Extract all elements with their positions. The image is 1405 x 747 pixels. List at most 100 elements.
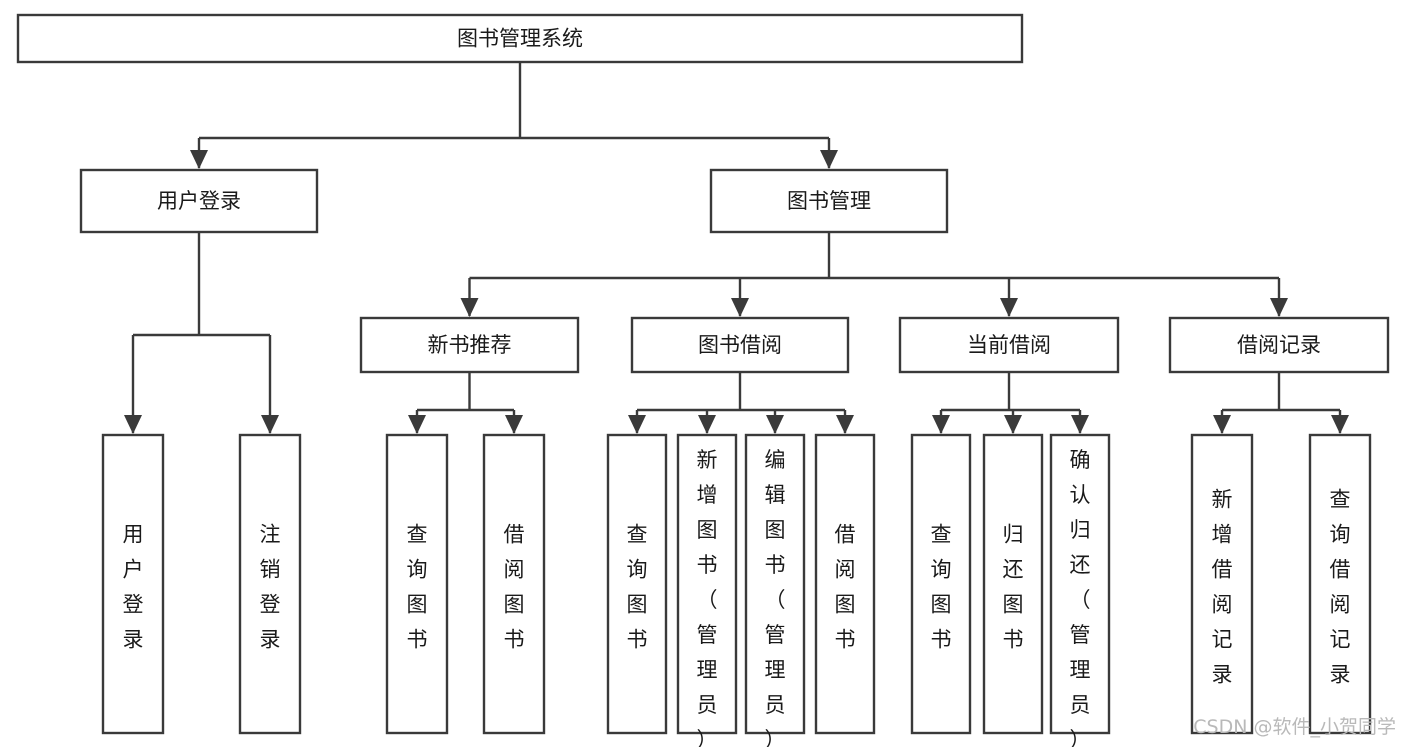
node-leaf-return-book-label-char: 书 bbox=[1003, 628, 1024, 652]
node-root-title: 图书管理系统 bbox=[16, 13, 1024, 64]
node-leaf-add-book-label-char: 增 bbox=[697, 483, 718, 507]
node-leaf-query-book-2-label-char: 查 bbox=[627, 523, 648, 547]
node-leaf-query-book-3-label-char: 询 bbox=[931, 558, 952, 582]
csdn-watermark: CSDN @软件_小贺同学 bbox=[1193, 716, 1396, 738]
node-leaf-edit-book-label-char: 图 bbox=[765, 518, 786, 542]
node-leaf-logout-login-label-char: 录 bbox=[260, 628, 281, 652]
node-leaf-add-book-label-char: 书 bbox=[697, 553, 718, 577]
node-leaf-query-book-1-rect bbox=[385, 433, 449, 735]
node-leaf-edit-book-label-char: 书 bbox=[765, 553, 786, 577]
node-book-borrow-rect bbox=[630, 316, 850, 374]
node-leaf-add-book-label-char: （ bbox=[697, 588, 718, 612]
node-leaf-query-book-3-label-char: 图 bbox=[931, 593, 952, 617]
node-leaf-return-book-label-char: 归 bbox=[1003, 523, 1024, 547]
node-borrow-record[interactable]: 借阅记录 bbox=[1168, 316, 1390, 374]
arrow-head-icon bbox=[836, 415, 854, 434]
node-leaf-user-login-label-char: 用 bbox=[123, 523, 144, 547]
node-leaf-confirm-return-label-char: 管 bbox=[1070, 623, 1091, 647]
node-user-login-rect bbox=[79, 168, 319, 234]
node-leaf-borrow-book-1-label-char: 借 bbox=[504, 523, 525, 547]
node-leaf-confirm-return-label-char: 还 bbox=[1070, 553, 1091, 577]
node-leaf-query-book-3-label-char: 查 bbox=[931, 523, 952, 547]
node-leaf-user-login-rect bbox=[101, 433, 165, 735]
node-leaf-query-book-2-label-char: 图 bbox=[627, 593, 648, 617]
node-leaf-user-login-label-char: 登 bbox=[123, 593, 144, 617]
node-user-login[interactable]: 用户登录 bbox=[79, 168, 319, 234]
node-leaf-borrow-book-2-label-char: 书 bbox=[835, 628, 856, 652]
node-leaf-edit-book-label-char: ） bbox=[765, 728, 786, 747]
node-leaf-borrow-book-1-rect bbox=[482, 433, 546, 735]
arrow-head-icon bbox=[190, 150, 208, 169]
node-leaf-add-borrow-record-rect bbox=[1190, 433, 1254, 735]
node-leaf-query-borrow-record-label-char: 询 bbox=[1330, 523, 1351, 547]
node-leaf-confirm-return-label-char: 理 bbox=[1070, 658, 1091, 682]
node-leaf-query-book-3-label-char: 书 bbox=[931, 628, 952, 652]
node-boxes: 图书管理系统用户登录图书管理新书推荐图书借阅当前借阅借阅记录用户登录注销登录查询… bbox=[16, 13, 1390, 747]
node-leaf-query-book-3-rect bbox=[910, 433, 972, 735]
arrow-head-icon bbox=[1331, 415, 1349, 434]
node-leaf-add-book-label-char: 图 bbox=[697, 518, 718, 542]
node-leaf-add-borrow-record-label-char: 新 bbox=[1212, 488, 1233, 512]
arrow-head-icon bbox=[460, 298, 479, 317]
arrow-head-icon bbox=[932, 415, 950, 434]
node-borrow-record-rect bbox=[1168, 316, 1390, 374]
node-leaf-add-book-label-char: ） bbox=[697, 728, 718, 747]
node-leaf-logout-login-label-char: 注 bbox=[260, 523, 281, 547]
node-current-borrow-label: 当前借阅 bbox=[967, 333, 1051, 357]
node-leaf-user-login[interactable]: 用户登录 bbox=[101, 433, 165, 735]
node-leaf-confirm-return-label-char: 确 bbox=[1070, 448, 1091, 472]
node-book-management[interactable]: 图书管理 bbox=[709, 168, 949, 234]
node-leaf-confirm-return-label-char: 认 bbox=[1070, 483, 1091, 507]
node-leaf-query-book-2-label-char: 询 bbox=[627, 558, 648, 582]
node-leaf-user-login-label: 用户登录 bbox=[123, 523, 144, 652]
node-leaf-borrow-book-1-label-char: 阅 bbox=[504, 558, 525, 582]
node-leaf-edit-book-label-char: 辑 bbox=[765, 483, 786, 507]
node-leaf-return-book-label-char: 图 bbox=[1003, 593, 1024, 617]
node-leaf-add-borrow-record-label-char: 记 bbox=[1212, 628, 1233, 652]
arrow-head-icon bbox=[1004, 415, 1022, 434]
arrow-head-icon bbox=[505, 415, 523, 434]
node-book-borrow-label: 图书借阅 bbox=[698, 333, 782, 357]
node-leaf-add-book-label-char: 新 bbox=[697, 448, 718, 472]
node-leaf-query-borrow-record-label-char: 录 bbox=[1330, 663, 1351, 687]
arrow-head-icon bbox=[261, 415, 279, 434]
node-book-management-rect bbox=[709, 168, 949, 234]
node-book-borrow[interactable]: 图书借阅 bbox=[630, 316, 850, 374]
node-current-borrow[interactable]: 当前借阅 bbox=[898, 316, 1120, 374]
node-new-book-recommend[interactable]: 新书推荐 bbox=[359, 316, 580, 374]
node-leaf-query-book-1-label-char: 查 bbox=[407, 523, 428, 547]
node-leaf-query-borrow-record-label-char: 查 bbox=[1330, 488, 1351, 512]
node-leaf-edit-book-label-char: 编 bbox=[765, 448, 786, 472]
node-leaf-return-book-rect bbox=[982, 433, 1044, 735]
node-leaf-user-login-label-char: 录 bbox=[123, 628, 144, 652]
arrow-head-icon bbox=[628, 415, 646, 434]
node-leaf-query-book-2-label-char: 书 bbox=[627, 628, 648, 652]
arrow-head-icon bbox=[408, 415, 426, 434]
node-leaf-query-book-1-label-char: 询 bbox=[407, 558, 428, 582]
node-leaf-borrow-book-2-rect bbox=[814, 433, 876, 735]
node-borrow-record-label: 借阅记录 bbox=[1237, 333, 1321, 357]
node-leaf-add-book-label-char: 员 bbox=[697, 693, 718, 717]
node-leaf-logout-login-label-char: 销 bbox=[260, 558, 281, 582]
